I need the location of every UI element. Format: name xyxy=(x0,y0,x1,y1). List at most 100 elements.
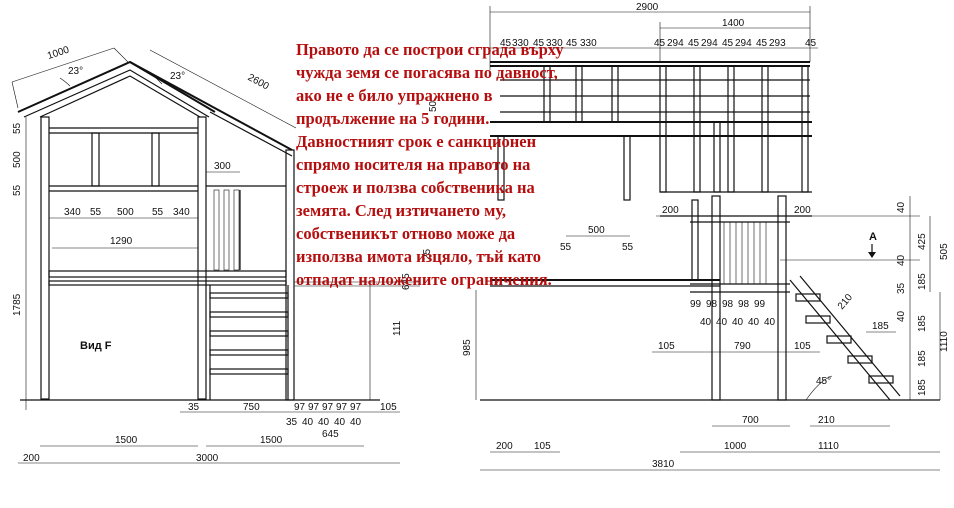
step-dim: 97 xyxy=(336,402,348,413)
step-dim: 40 xyxy=(350,417,362,428)
overlay-line: спрямо носителя на правото на xyxy=(296,155,531,174)
dim-d200a: 200 xyxy=(662,205,679,216)
dim-d185b: 185 xyxy=(917,315,928,332)
dim-h55a: 55 xyxy=(90,207,102,218)
row99-dim: 99 xyxy=(690,299,702,310)
dim-d200b: 200 xyxy=(794,205,811,216)
row99-dim: 98 xyxy=(722,299,734,310)
top-dim: 294 xyxy=(667,38,684,49)
step-dim: 40 xyxy=(318,417,330,428)
dim-d55b: 55 xyxy=(622,242,634,253)
dim-1400: 1400 xyxy=(722,18,745,29)
dim-h105: 105 xyxy=(380,402,397,413)
row40-dim: 40 xyxy=(716,317,728,328)
top-dim: 45 xyxy=(756,38,768,49)
right-elevation-view: 2900 1400 45 330 45 330 45 330 45 294 45… xyxy=(422,2,950,471)
dim-d210a: 210 xyxy=(836,292,855,312)
dim-h300: 300 xyxy=(214,161,231,172)
step-dim: 97 xyxy=(322,402,334,413)
overlay-line: Правото да се построи сграда върху xyxy=(296,40,564,59)
row40-dim: 40 xyxy=(764,317,776,328)
dim-v500: 500 xyxy=(12,151,23,168)
top-dim: 45 xyxy=(805,38,817,49)
dim-h1290: 1290 xyxy=(110,236,133,247)
step-dim: 40 xyxy=(334,417,346,428)
top-dim: 45 xyxy=(500,38,512,49)
overlay-line: строеж и ползва собственика на xyxy=(296,178,535,197)
top-dim: 330 xyxy=(546,38,563,49)
overlay-line: собственикът отново може да xyxy=(296,224,516,243)
row99-dim: 98 xyxy=(706,299,718,310)
dim-v55a: 55 xyxy=(12,122,23,134)
overlay-line: ако не е било упражнено в xyxy=(296,86,493,105)
top-dim: 45 xyxy=(688,38,700,49)
overlay-line: продължение на 5 години. xyxy=(296,109,490,128)
row40-dim: 40 xyxy=(732,317,744,328)
dim-h1500b: 1500 xyxy=(260,435,283,446)
dim-d200c: 200 xyxy=(496,441,513,452)
top-dim: 330 xyxy=(580,38,597,49)
dims-row-40: 40 40 40 40 40 xyxy=(700,317,776,328)
row99-dim: 99 xyxy=(754,299,766,310)
step-dim: 97 xyxy=(350,402,362,413)
dim-d185a: 185 xyxy=(917,273,928,290)
dim-d55a: 55 xyxy=(560,242,572,253)
dim-d790: 790 xyxy=(734,341,751,352)
dim-d25: 25 xyxy=(422,248,433,260)
dim-d105b: 105 xyxy=(794,341,811,352)
dim-d35: 35 xyxy=(896,282,907,294)
dim-d505: 505 xyxy=(939,243,950,260)
step-dims-row1: 97 97 97 97 97 xyxy=(294,402,362,413)
dim-d3810: 3810 xyxy=(652,459,675,470)
overlay-line: използва имота изцяло, тъй като xyxy=(296,247,541,266)
dim-v55b: 55 xyxy=(12,184,23,196)
step-dim: 40 xyxy=(302,417,314,428)
dim-h1500a: 1500 xyxy=(115,435,138,446)
step-dims-row2: 35 40 40 40 40 xyxy=(286,417,362,428)
top-dim: 293 xyxy=(769,38,786,49)
overlay-line: Давностният срок е санкционен xyxy=(296,132,537,151)
overlay-line: чужда земя се погасява по давност, xyxy=(296,63,558,82)
dim-d1000: 1000 xyxy=(724,441,747,452)
top-dim: 294 xyxy=(701,38,718,49)
dim-h340b: 340 xyxy=(173,207,190,218)
step-dim: 35 xyxy=(286,417,298,428)
row40-dim: 40 xyxy=(748,317,760,328)
dim-d105c: 105 xyxy=(534,441,551,452)
overlay-text: Правото да се построи сграда върху чужда… xyxy=(296,38,646,291)
dim-h35: 35 xyxy=(188,402,200,413)
dim-d185d: 185 xyxy=(917,379,928,396)
top-dim-row: 45 330 45 330 45 330 45 294 45 294 45 29… xyxy=(500,38,817,49)
dim-h645: 645 xyxy=(322,429,339,440)
dim-slope-2600: 2600 xyxy=(246,72,271,92)
dim-angle-right: 23° xyxy=(170,71,185,82)
dim-h340a: 340 xyxy=(64,207,81,218)
dim-h200: 200 xyxy=(23,453,40,464)
view-label: Вид F xyxy=(80,340,112,352)
top-dim: 45 xyxy=(533,38,545,49)
dim-h3000: 3000 xyxy=(196,453,219,464)
dim-v1785: 1785 xyxy=(12,293,23,316)
dim-d40a: 40 xyxy=(896,201,907,213)
step-dim: 97 xyxy=(308,402,320,413)
dim-v111: 111 xyxy=(392,320,403,336)
dim-d1110: 1110 xyxy=(939,331,950,352)
dim-roof-1000: 1000 xyxy=(46,44,71,61)
row99-dim: 98 xyxy=(738,299,750,310)
row40-dim: 40 xyxy=(700,317,712,328)
top-dim: 330 xyxy=(512,38,529,49)
dim-d985: 985 xyxy=(462,339,473,356)
dim-d185e: 185 xyxy=(872,321,889,332)
section-marker: A xyxy=(869,231,877,243)
dim-angle-left: 23° xyxy=(68,66,83,77)
dim-2900: 2900 xyxy=(636,2,659,13)
dim-d700: 700 xyxy=(742,415,759,426)
dim-v645: 645 xyxy=(401,273,412,290)
dim-d210b: 210 xyxy=(818,415,835,426)
dim-d50: 50 xyxy=(428,100,439,112)
dim-angle: 45° xyxy=(816,376,831,387)
top-dim: 45 xyxy=(722,38,734,49)
dim-h500: 500 xyxy=(117,207,134,218)
dim-d1110b: 1110 xyxy=(818,441,839,452)
